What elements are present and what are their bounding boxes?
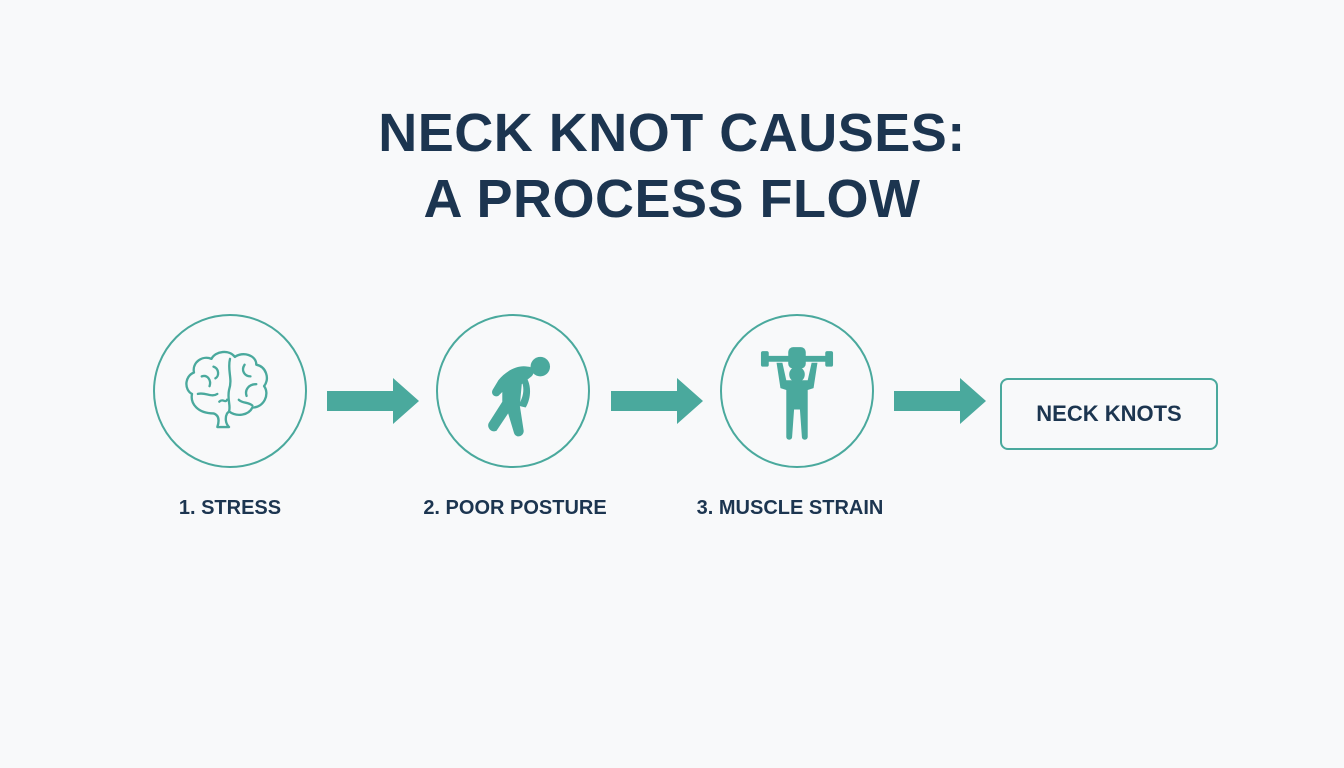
result-label: NECK KNOTS [1036, 401, 1182, 426]
arrow-icon [327, 378, 419, 424]
hunched-person-icon [488, 356, 551, 437]
diagram-title: NECK KNOT CAUSES: A PROCESS FLOW [0, 100, 1344, 232]
title-line-2: A PROCESS FLOW [423, 169, 921, 229]
step-stress-circle [153, 314, 307, 468]
step-poor-posture-circle [436, 314, 590, 468]
step-label-muscle-strain: 3. MUSCLE STRAIN [696, 497, 884, 519]
title-line-1: NECK KNOT CAUSES: [378, 103, 966, 163]
brain-icon [185, 350, 268, 429]
step-label-poor-posture: 2. POOR POSTURE [423, 497, 607, 519]
weightlifter-icon [760, 347, 834, 440]
step-muscle-strain-circle [720, 314, 874, 468]
step-label-stress: 1. STRESS [178, 497, 282, 519]
arrow-icon [611, 378, 703, 424]
result-neck-knots: NECK KNOTS [1000, 378, 1218, 450]
arrow-icon [894, 378, 986, 424]
